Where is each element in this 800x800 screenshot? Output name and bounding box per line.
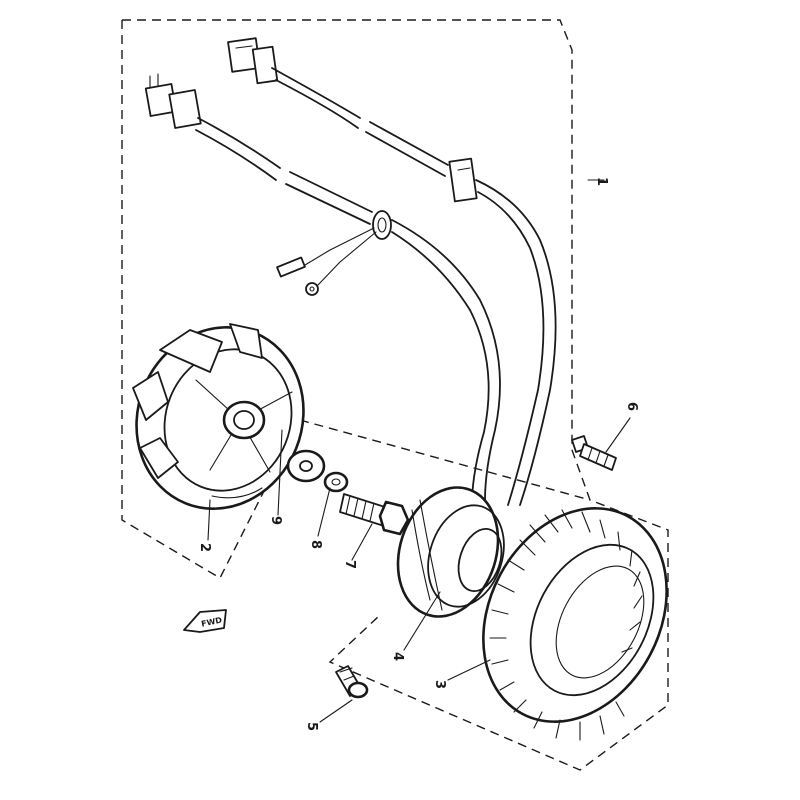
ring-terminal: [305, 282, 319, 296]
wire-harness: [144, 37, 557, 506]
leader-lines: [207, 179, 631, 723]
assembly-frame-upper: [121, 19, 669, 771]
forward-arrow-icon: FWD: [183, 609, 227, 633]
callout-7: 7: [342, 560, 357, 569]
lower-connector: [144, 73, 202, 129]
callout-3: 3: [432, 680, 447, 689]
rotor: [132, 323, 305, 510]
callout-labels: 1 2 3 4 5 6 7 8 9: [197, 177, 639, 731]
middle-connector: [448, 157, 478, 203]
stator: [482, 507, 668, 741]
callout-6: 6: [624, 402, 639, 411]
upper-connector: [227, 37, 279, 85]
callout-4: 4: [390, 652, 405, 661]
grommet: [372, 210, 392, 240]
callout-8: 8: [308, 540, 323, 549]
lock-washer: [323, 471, 349, 493]
pickup-screw: [335, 665, 369, 699]
callout-1: 1: [594, 177, 609, 186]
pickup-coil: [396, 486, 505, 618]
callout-2: 2: [197, 543, 212, 552]
callout-5: 5: [304, 722, 319, 731]
bullet-terminal: [276, 256, 306, 278]
washer: [286, 449, 326, 483]
rotor-bolt: [339, 493, 410, 536]
stator-bolt: [571, 435, 617, 471]
callout-9: 9: [268, 516, 283, 525]
fwd-label: FWD: [200, 615, 223, 628]
